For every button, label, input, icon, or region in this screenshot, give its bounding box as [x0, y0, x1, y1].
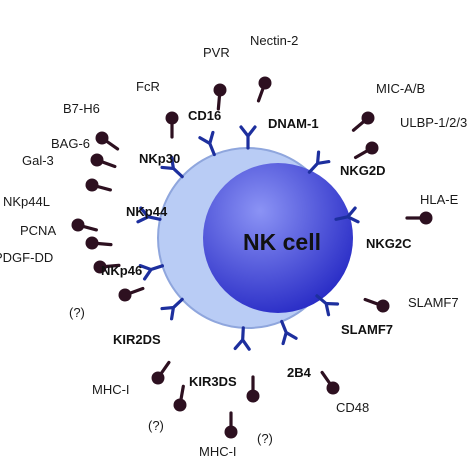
ligand-head-q3	[246, 389, 260, 403]
receptor-labels: CD16 DNAM-1 NKp30 NKG2D NKp44 NKG2C NKp4…	[101, 108, 412, 389]
ligand-labels: Nectin-2 PVR FcR MIC-A/B B7-H6 ULBP-1/2/…	[0, 33, 467, 459]
receptor-ligand-shapes	[71, 76, 433, 439]
receptor-cd16	[198, 130, 216, 157]
receptor-label-dnam1: DNAM-1	[268, 116, 319, 131]
ligand-label-mhci2: MHC-I	[199, 444, 237, 459]
ligand-label-nectin2: Nectin-2	[250, 33, 298, 48]
receptor-label-nkg2c: NKG2C	[366, 236, 412, 251]
receptor-nkp30	[160, 155, 184, 179]
ligand-head-gal3	[85, 178, 99, 192]
ligand-head-hlae	[419, 211, 433, 225]
receptor-label-cd16: CD16	[188, 108, 221, 123]
receptor-nkg2c	[334, 206, 360, 224]
cell-label: NK cell	[243, 229, 321, 255]
receptor-kir3ds	[233, 326, 251, 351]
ligand-label-bag6: BAG-6	[51, 136, 90, 151]
ligand-label-fcr: FcR	[136, 79, 160, 94]
receptor-nkp44	[136, 206, 162, 224]
receptor-nkp46	[138, 264, 165, 281]
ligand-head-pdgfdd	[93, 260, 107, 274]
ligand-head-cd48	[326, 381, 340, 395]
receptor-label-nkp30: NKp30	[139, 151, 180, 166]
receptor-nkg2d	[307, 150, 331, 174]
ligand-head-mhci2	[224, 425, 238, 439]
ligand-label-pvr: PVR	[203, 45, 230, 60]
ligand-label-q1: (?)	[69, 305, 85, 320]
ligand-head-q1	[118, 288, 132, 302]
receptor-dnam1	[239, 125, 257, 150]
ligand-label-q2: (?)	[148, 418, 164, 433]
ligand-label-pdgfdd: PDGF-DD	[0, 250, 53, 265]
receptor-label-nkp44: NKp44	[126, 204, 168, 219]
ligand-label-cd48: CD48	[336, 400, 369, 415]
receptor-kir2ds	[160, 297, 184, 321]
ligand-label-slamf7: SLAMF7	[408, 295, 459, 310]
ligand-label-pcna: PCNA	[20, 223, 56, 238]
ligand-head-nectin2	[258, 76, 272, 90]
ligand-label-q3: (?)	[257, 431, 273, 446]
receptor-label-nkp46: NKp46	[101, 263, 142, 278]
ligand-label-b7h6: B7-H6	[63, 101, 100, 116]
receptor-label-2b4: 2B4	[287, 365, 312, 380]
ligand-label-hlae: HLA-E	[420, 192, 459, 207]
ligand-head-slamf7l	[376, 299, 390, 313]
ligand-head-bag6	[90, 153, 104, 167]
receptor-label-kir3ds: KIR3DS	[189, 374, 237, 389]
ligand-head-nkp44l	[71, 218, 85, 232]
receptor-label-kir2ds: KIR2DS	[113, 332, 161, 347]
nucleus	[203, 163, 353, 313]
ligand-head-pvr	[213, 83, 227, 97]
ligand-head-mic	[361, 111, 375, 125]
receptor-2b4	[280, 319, 298, 346]
ligand-label-gal3: Gal-3	[22, 153, 54, 168]
receptor-label-slamf7: SLAMF7	[341, 322, 393, 337]
ligand-label-mic: MIC-A/B	[376, 81, 425, 96]
ligand-label-ulbp: ULBP-1/2/3	[400, 115, 467, 130]
ligand-head-q2	[173, 398, 187, 412]
ligand-label-nkp44l: NKp44L	[3, 194, 50, 209]
ligand-head-fcr	[165, 111, 179, 125]
ligand-head-pcna	[85, 236, 99, 250]
ligand-head-mhci1	[151, 371, 165, 385]
ligand-head-b7h6	[95, 131, 109, 145]
ligand-head-ulbp	[365, 141, 379, 155]
receptor-slamf7	[315, 294, 340, 317]
receptor-label-nkg2d: NKG2D	[340, 163, 386, 178]
ligand-label-mhci1: MHC-I	[92, 382, 130, 397]
